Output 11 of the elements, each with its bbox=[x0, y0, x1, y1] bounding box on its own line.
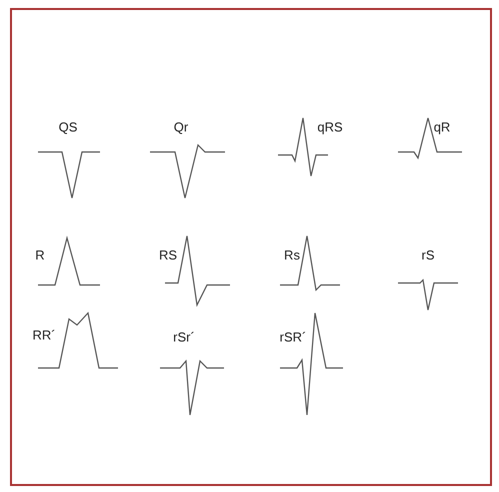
waveform-label: Rs bbox=[284, 248, 300, 262]
waveform-label: Qr bbox=[174, 120, 188, 134]
waveform-label: QS bbox=[58, 120, 78, 134]
waveform-label: qRS bbox=[317, 120, 343, 134]
waveform-label: RR´ bbox=[32, 328, 56, 342]
waveform-label: R bbox=[35, 248, 45, 262]
waveform-label: qR bbox=[434, 120, 450, 134]
waveform-label: RS bbox=[158, 248, 178, 262]
waveform-label: rSR´ bbox=[280, 330, 306, 344]
waveform-label: rSr´ bbox=[173, 330, 195, 344]
waveform-label: rS bbox=[422, 248, 434, 262]
